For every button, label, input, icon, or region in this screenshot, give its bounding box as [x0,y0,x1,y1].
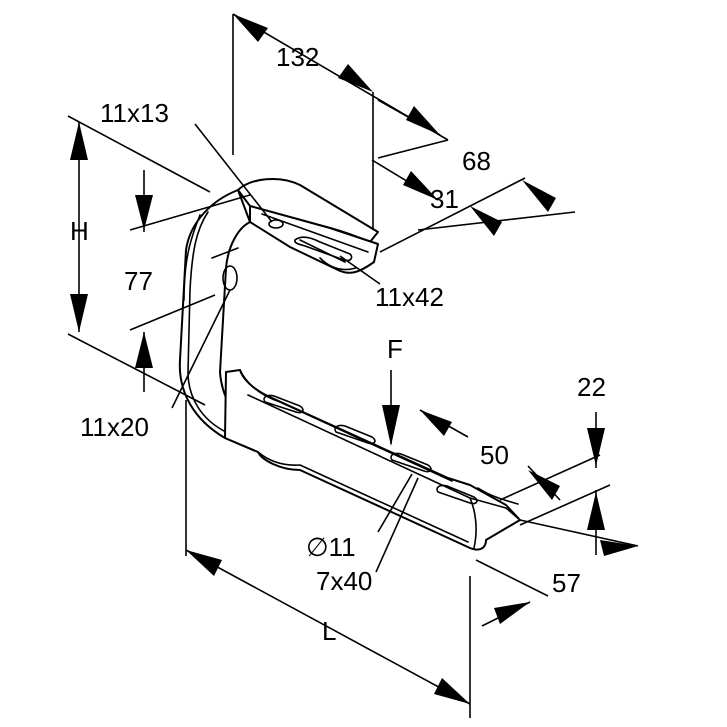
label-57: 57 [552,568,581,598]
slot-7x40 [390,452,432,473]
label-68: 68 [462,146,491,176]
dimension-lines [67,13,639,718]
label-7x40: 7x40 [316,566,372,596]
slot-7x40 [436,484,478,505]
label-phi11: ∅11 [306,532,356,562]
label-L: L [322,616,336,646]
label-22: 22 [577,372,606,402]
hole-11x13 [268,219,284,229]
dimension-labels: 132 11x13 68 H 31 77 11x42 F 11x20 22 50… [70,42,606,646]
label-H: H [70,216,89,246]
label-11x13: 11x13 [100,98,169,128]
label-31: 31 [430,184,459,214]
slot-7x40 [263,394,304,414]
label-11x42: 11x42 [375,282,444,312]
label-132: 132 [276,42,319,72]
label-11x20: 11x20 [80,412,149,442]
bracket-part [178,178,521,551]
label-F: F [387,334,403,364]
slot-7x40 [334,424,376,445]
label-50: 50 [480,440,509,470]
label-77: 77 [124,266,153,296]
slot-11x42 [294,236,353,262]
